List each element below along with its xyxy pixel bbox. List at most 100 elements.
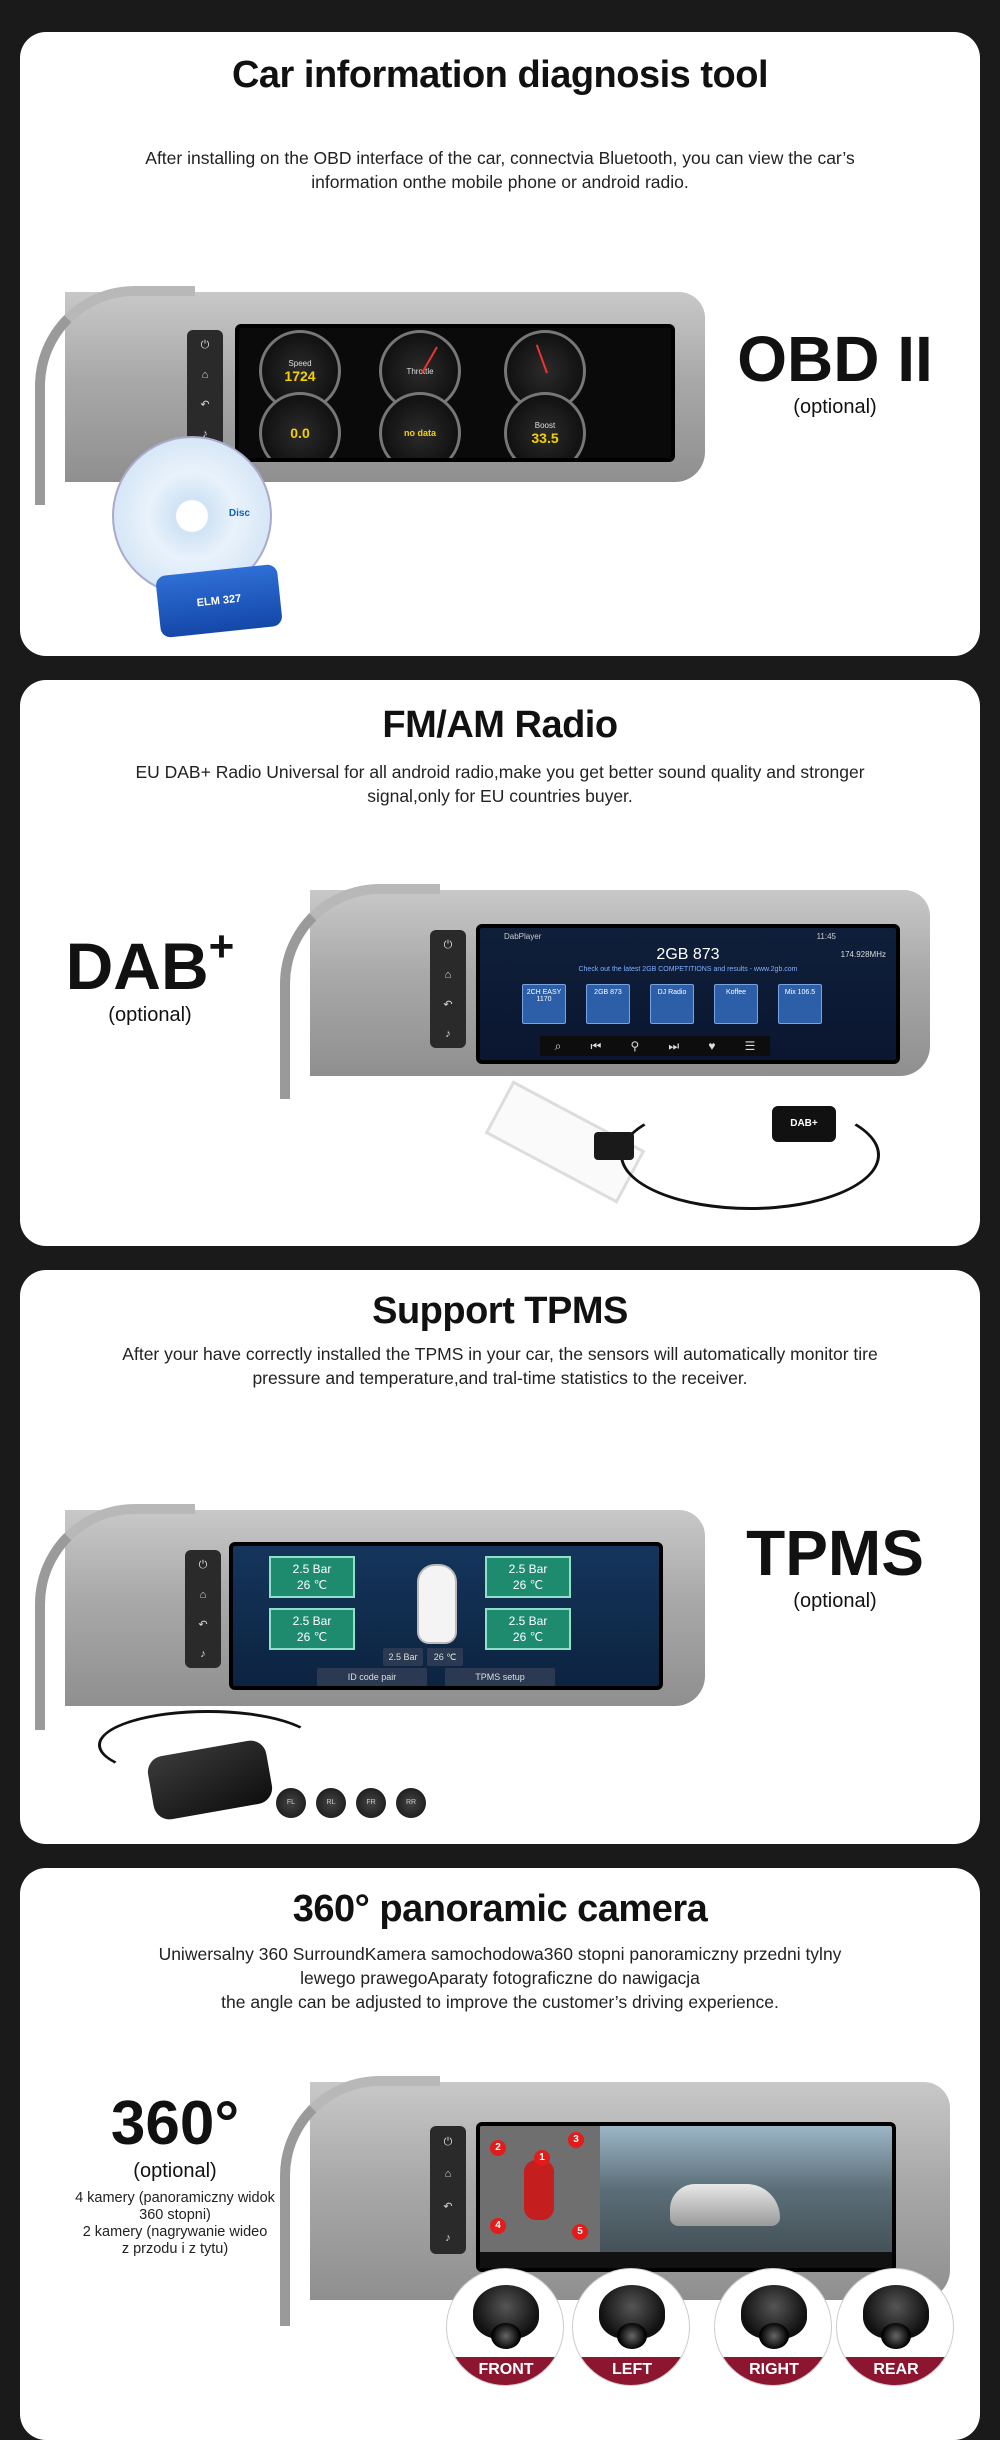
prev-icon[interactable]: ⏮ [590,1038,602,1053]
camera-note-line: z przodu i z tytu) [121,2241,229,2257]
sensor-label: FL [286,1799,296,1806]
dab-card: FM/AM Radio EU DAB+ Radio Universal for … [20,680,980,1246]
dab-time: 11:45 [816,932,836,941]
camera-note-line: 2 kamery (nagrywanie wideo [82,2224,268,2240]
station-button[interactable]: 2GB 873 [586,984,630,1024]
next-icon[interactable]: ⏭ [668,1038,680,1053]
camera-notes: 4 kamery (panoramiczny widok 360 stopni)… [40,2190,310,2258]
dab-badge-sub: (optional) [108,1004,192,1026]
home-icon[interactable]: ⌂ [199,1588,207,1601]
back-icon[interactable]: ↶ [200,398,210,411]
tpms-badge-sub: (optional) [793,1590,877,1612]
camera-label: FRONT [447,2357,563,2385]
back-icon[interactable]: ↶ [443,2200,453,2213]
favorite-icon[interactable]: ♥ [708,1039,716,1053]
station-label: Mix 106.5 [784,989,816,996]
camera-marker: 4 [490,2218,506,2234]
tire-pressure: 2.5 Bar [508,1562,548,1576]
power-icon[interactable]: ⏻ [198,1558,208,1571]
power-icon[interactable]: ⏻ [200,338,210,351]
camera-note-line: 360 stopni) [139,2207,211,2223]
station-button[interactable]: Mix 106.5 [778,984,822,1024]
dab-receiver-pad [594,1132,634,1160]
dab-station-sub: Check out the latest 2GB COMPETITIONS an… [578,966,798,973]
back-icon[interactable]: ↶ [198,1618,208,1631]
spare-temp: 26 ℃ [427,1648,463,1666]
camera-label: REAR [837,2357,953,2385]
disc-label: Disc [228,508,250,519]
power-icon[interactable]: ⏻ [443,2135,453,2148]
hardware-buttons[interactable]: ⏻ ⌂ ↶ ♪ [430,930,466,1048]
gauge-nodata: no data [379,392,461,458]
gauge-label: Boost [534,420,556,430]
marker-label: 1 [539,2152,545,2163]
obd-adapter: ELM 327 [155,563,283,639]
dongle-label: DAB+ [790,1118,818,1129]
volume-icon[interactable]: ♪ [202,427,208,440]
camera-label: RIGHT [715,2357,831,2385]
tpms-setup-button[interactable]: TPMS setup [445,1668,555,1686]
camera-front: FRONT [446,2268,564,2386]
volume-icon[interactable]: ♪ [200,1647,206,1660]
gauge-speed: Speed 1724 [259,330,341,412]
volume-icon[interactable]: ♪ [445,2232,451,2245]
station-label: 2CH EASY 1170 [526,989,562,1003]
home-icon[interactable]: ⌂ [201,368,209,381]
id-code-pair-button[interactable]: ID code pair [317,1668,427,1686]
tire-temp: 26 ℃ [296,1578,328,1592]
camera-badge-sub: (optional) [133,2160,217,2182]
car-top-view-icon [417,1564,457,1644]
obd-screen: Speed 1724 Throttle 0.0 no data Boost 33… [235,324,675,462]
volume-icon[interactable]: ♪ [445,1027,451,1040]
home-icon[interactable]: ⌂ [444,968,452,981]
obd-title: Car information diagnosis tool [231,54,769,96]
dab-station-title: 2GB 873 [656,946,720,963]
marker-label: 5 [577,2226,583,2237]
tire-pressure: 2.5 Bar [292,1614,332,1628]
home-icon[interactable]: ⌂ [444,2168,452,2181]
spare-pressure: 2.5 Bar [383,1648,423,1666]
camera-lens [759,2323,789,2349]
dab-control-bar: ⌕ ⏮ ⚲ ⏭ ♥ ☰ [540,1036,770,1056]
button-label: TPMS setup [475,1672,525,1682]
tire-sensor: RR [396,1788,426,1818]
hardware-buttons[interactable]: ⏻ ⌂ ↶ ♪ [430,2126,466,2254]
back-icon[interactable]: ↶ [443,998,453,1011]
tire-sensor: FR [356,1788,386,1818]
tire-sensor: FL [276,1788,306,1818]
dab-frequency: 174.928MHz [840,950,886,959]
marker-label: 2 [495,2142,501,2153]
hardware-buttons[interactable]: ⏻ ⌂ ↶ ♪ [187,330,223,448]
camera-right: RIGHT [714,2268,832,2386]
station-label: DJ Radio [657,989,687,996]
camera-screen: 1 2 3 4 5 [476,2122,896,2272]
camera-lens [617,2323,647,2349]
button-label: ID code pair [347,1672,397,1682]
sensor-label: FR [366,1799,376,1806]
tire-sensor: RL [316,1788,346,1818]
search-icon[interactable]: ⌕ [554,1038,562,1053]
sensor-label: RR [405,1799,417,1806]
obd-badge: OBD II [737,323,933,395]
gauge-value: 33.5 [531,429,559,446]
hardware-buttons[interactable]: ⏻ ⌂ ↶ ♪ [185,1550,221,1668]
camera-lens [881,2323,911,2349]
gauge-label: Speed [288,358,312,368]
dab-badge-text: DAB [65,929,209,1003]
station-label: Koffee [725,989,747,996]
dab-screen: DabPlayer 11:45 2GB 873 Check out the la… [476,924,900,1064]
tire-temp: 26 ℃ [512,1578,544,1592]
station-button[interactable]: DJ Radio [650,984,694,1024]
gauge-value: no data [403,428,436,438]
scan-icon[interactable]: ⚲ [630,1039,640,1053]
station-button[interactable]: 2CH EASY 1170 [522,984,566,1024]
sensor-label: RL [326,1799,336,1806]
tire-rear-right: 2.5 Bar 26 ℃ [485,1608,571,1650]
list-icon[interactable]: ☰ [744,1039,756,1053]
dab-badge-sup: + [208,922,235,971]
power-icon[interactable]: ⏻ [443,938,453,951]
tire-front-right: 2.5 Bar 26 ℃ [485,1556,571,1598]
camera-description-line: Uniwersalny 360 SurroundKamera samochodo… [158,1944,842,1964]
camera-toolbar [480,2252,892,2268]
station-button[interactable]: Koffee [714,984,758,1024]
